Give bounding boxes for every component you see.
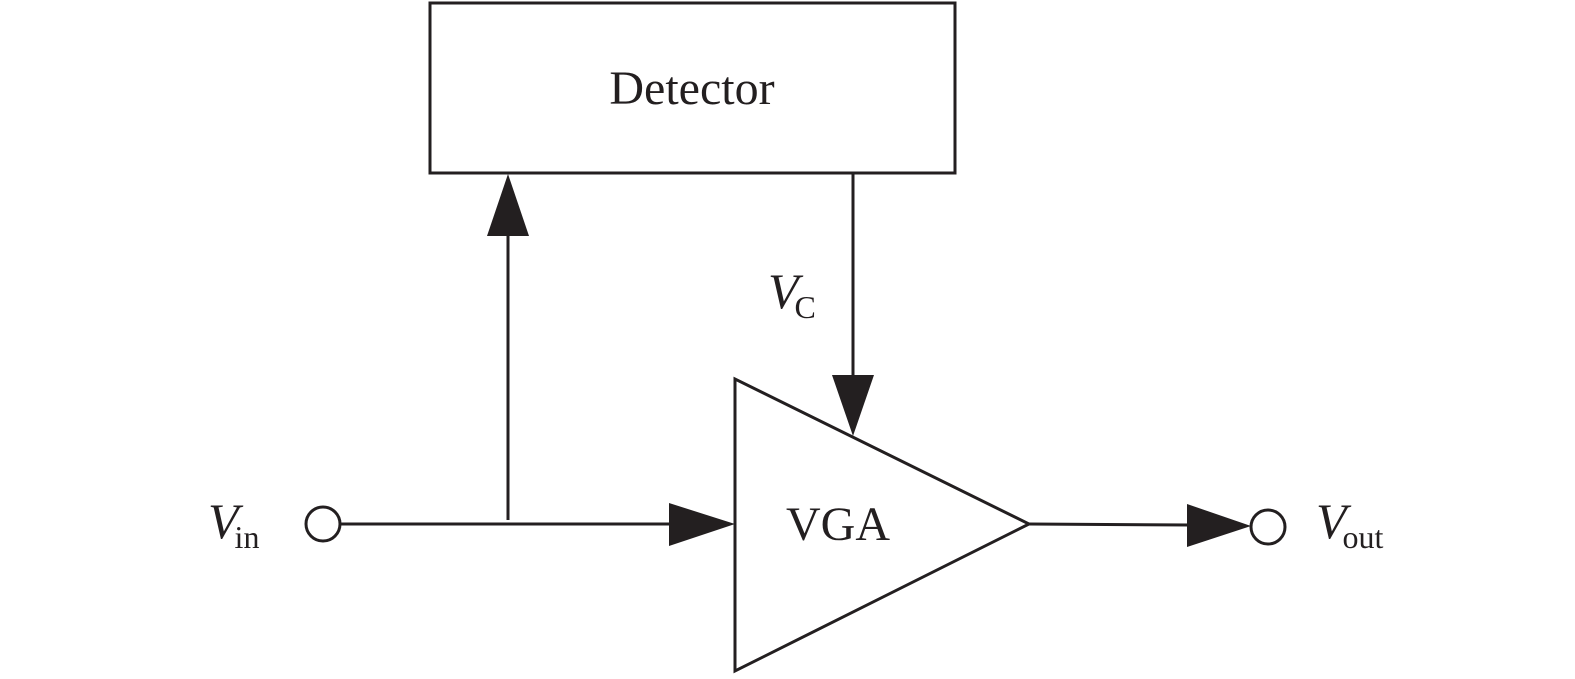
input-label-main: V [208, 493, 244, 549]
input-to-detector-connection [487, 174, 529, 520]
vga-amplifier: VGA [733, 376, 1033, 674]
control-label: VC [768, 263, 816, 325]
output-line [1028, 522, 1191, 527]
detector-label: Detector [609, 62, 774, 115]
detector-block: Detector [428, 1, 957, 175]
output-label: Vout [1316, 493, 1384, 555]
output-connection [1028, 504, 1251, 547]
control-label-main: V [768, 263, 804, 319]
detector-box [428, 1, 957, 175]
input-arrowhead [669, 503, 735, 546]
input-to-vga-connection [340, 503, 735, 546]
control-connection: VC [768, 173, 874, 436]
output-terminal: Vout [1249, 493, 1384, 555]
input-label: Vin [208, 493, 259, 555]
vga-label: VGA [786, 498, 890, 551]
control-label-sub: C [795, 289, 816, 325]
vga-triangle [733, 376, 1033, 674]
output-label-main: V [1316, 493, 1352, 549]
control-arrowhead [832, 375, 874, 436]
output-arrowhead [1187, 504, 1251, 547]
output-label-sub: out [1343, 519, 1384, 555]
tap-arrowhead [487, 174, 529, 236]
output-terminal-circle [1249, 508, 1287, 546]
input-terminal: Vin [208, 493, 342, 555]
input-label-sub: in [235, 519, 260, 555]
input-terminal-circle [304, 505, 342, 543]
